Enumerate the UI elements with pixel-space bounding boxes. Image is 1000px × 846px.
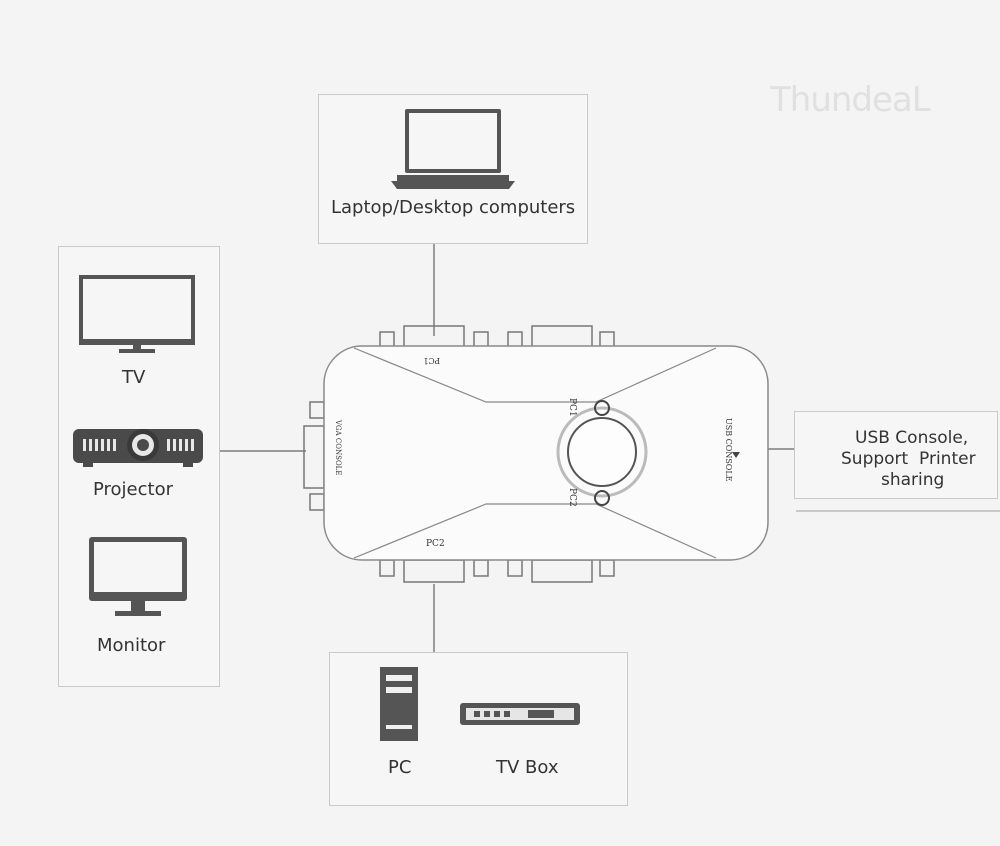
laptop-icon [391, 109, 515, 189]
tv-box-label: TV Box [496, 757, 559, 778]
port-vga-label: VGA CONSOLE [334, 419, 342, 475]
port-pc2-label: PC2 [426, 539, 445, 549]
port-pc1-label: PC1 [423, 356, 440, 365]
connector-top [433, 244, 435, 336]
pc-label: PC [388, 757, 412, 778]
usb-console-panel: USB Console, Support Printer sharing [794, 411, 998, 499]
projector-label: Projector [93, 479, 173, 500]
port-usb-label: USB CONSOLE [724, 418, 733, 482]
usb-console-line-3: sharing [881, 470, 945, 490]
connector-right-ext [796, 510, 1000, 512]
connector-bottom [433, 584, 435, 652]
projector-icon [73, 429, 203, 467]
brand-logo: ThundeaL [770, 80, 931, 120]
connector-right [768, 448, 796, 450]
button-pc1-label: PC1 [567, 398, 577, 417]
monitor-icon [89, 537, 187, 616]
tv-box-icon [460, 703, 580, 725]
tv-label: TV [122, 367, 146, 388]
kvm-switch-device: PC1 PC2 VGA CONSOLE USB CONSOLE PC1 PC2 [303, 325, 769, 583]
computers-panel: Laptop/Desktop computers [318, 94, 588, 244]
usb-console-line-1: USB Console, [855, 428, 969, 448]
usb-console-line-2: Support Printer [841, 449, 976, 469]
sources-panel: PC TV Box [329, 652, 628, 806]
monitor-label: Monitor [97, 635, 166, 656]
display-panel: TV Projector Monitor [58, 246, 220, 687]
connector-left [220, 450, 306, 452]
pc-tower-icon [380, 667, 418, 741]
tv-icon [79, 275, 195, 353]
button-pc2-label: PC2 [567, 488, 577, 507]
computers-label: Laptop/Desktop computers [331, 197, 576, 218]
